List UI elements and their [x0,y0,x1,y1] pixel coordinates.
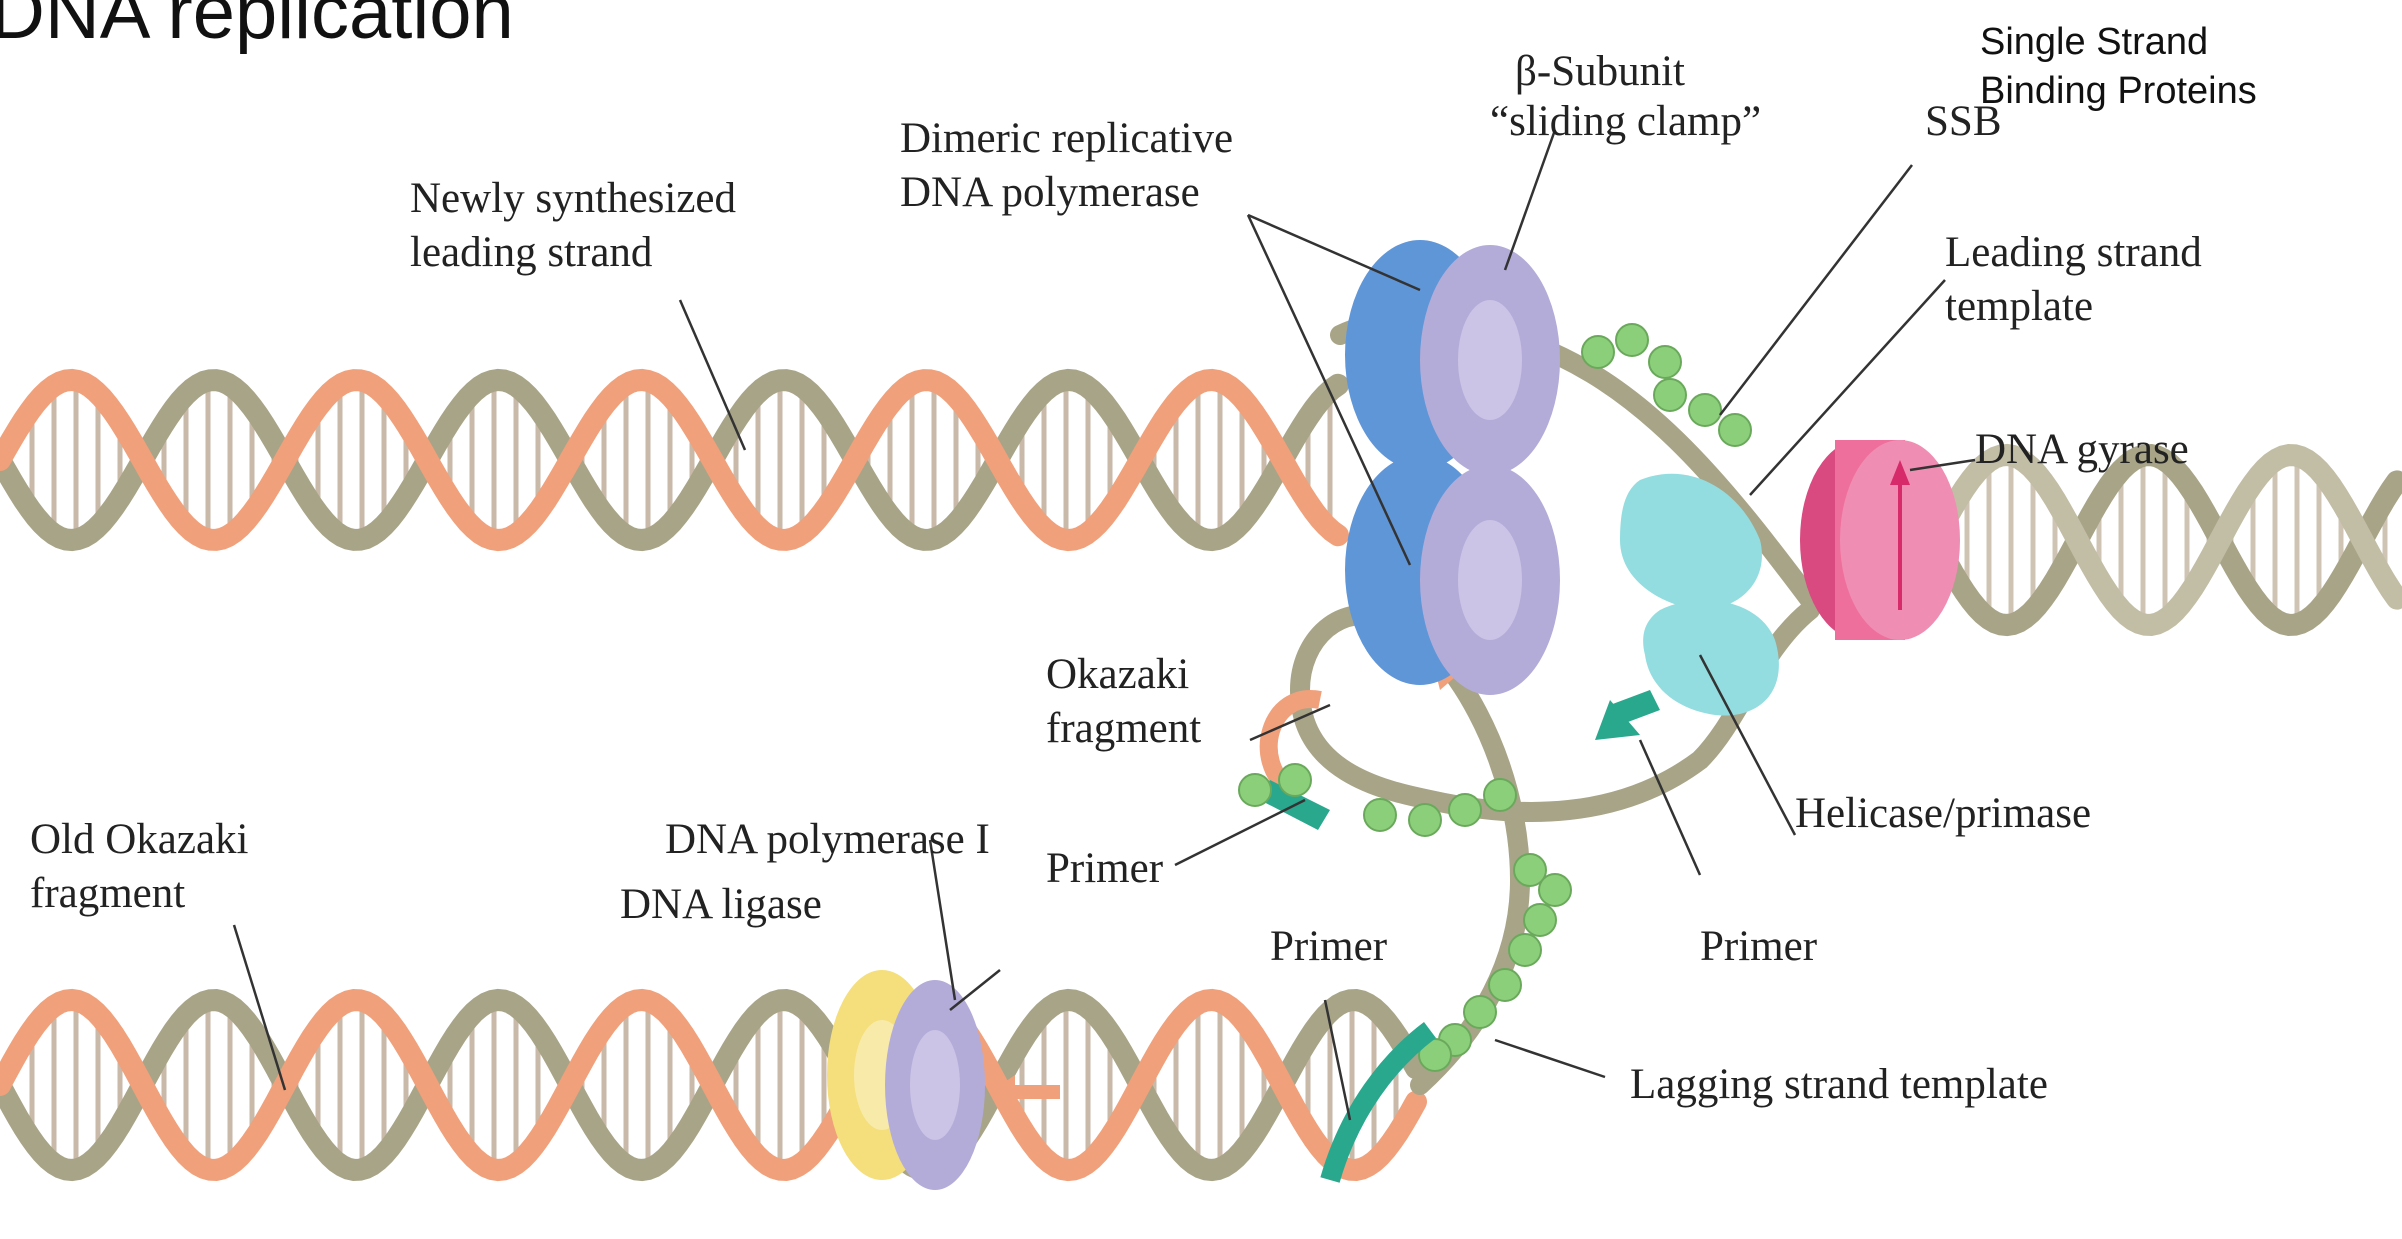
ssb-bead [1689,394,1721,426]
label-sliding-clamp: “sliding clamp” [1490,98,1761,145]
ssb-bead [1449,794,1481,826]
label-newly-line1: Newly synthesized [410,175,736,222]
ssb-bead [1409,804,1441,836]
sliding-clamp-bottom [1420,465,1560,695]
dna-gyrase [1800,440,1960,640]
label-helicase-primase: Helicase/primase [1795,790,2091,837]
ssb-annotation-line2: Binding Proteins [1980,70,2257,112]
ssb-bead [1239,774,1271,806]
label-primer-left: Primer [1046,845,1163,892]
label-old-okazaki-line1: Old Okazaki [30,816,249,863]
label-leading-template-line1: Leading strand [1945,229,2202,276]
ssb-bead [1539,874,1571,906]
helicase-primase [1620,474,1779,716]
ssb-bead [1489,969,1521,1001]
label-dna-ligase: DNA ligase [620,881,822,928]
ssb-bead [1719,414,1751,446]
label-beta-subunit: β-Subunit [1515,48,1685,95]
ssb-bead [1649,346,1681,378]
ssb-annotation-line1: Single Strand [1980,21,2208,63]
label-ssb: SSB [1925,98,2002,145]
ssb-bead [1484,779,1516,811]
ssb-bead [1279,764,1311,796]
label-lagging-template: Lagging strand template [1630,1061,2048,1108]
bottom-helix-left [0,1000,1418,1170]
ssb-bead [1509,934,1541,966]
page-title: DNA replication [0,0,514,55]
ssb-bead [1364,799,1396,831]
label-dna-polymerase-i: DNA polymerase I [665,816,990,863]
label-newly-line2: leading strand [410,229,652,276]
label-leading-template-line2: template [1945,283,2093,330]
label-primer-right: Primer [1700,923,1817,970]
label-dimeric-line2: DNA polymerase [900,169,1200,216]
ssb-bead [1582,336,1614,368]
right-helix [1935,455,2397,625]
label-okazaki-line2: fragment [1046,705,1201,752]
sliding-clamp-top [1420,245,1560,475]
ssb-bead [1464,996,1496,1028]
label-dna-gyrase: DNA gyrase [1975,426,2189,473]
dna-polymerase-i [885,980,985,1190]
top-helix-left [0,380,1338,540]
label-dimeric-line1: Dimeric replicative [900,115,1233,162]
label-old-okazaki-line2: fragment [30,870,185,917]
ssb-bead [1654,379,1686,411]
ssb-bead [1616,324,1648,356]
ssb-bead [1524,904,1556,936]
label-okazaki-line1: Okazaki [1046,651,1189,698]
label-primer-center: Primer [1270,923,1387,970]
